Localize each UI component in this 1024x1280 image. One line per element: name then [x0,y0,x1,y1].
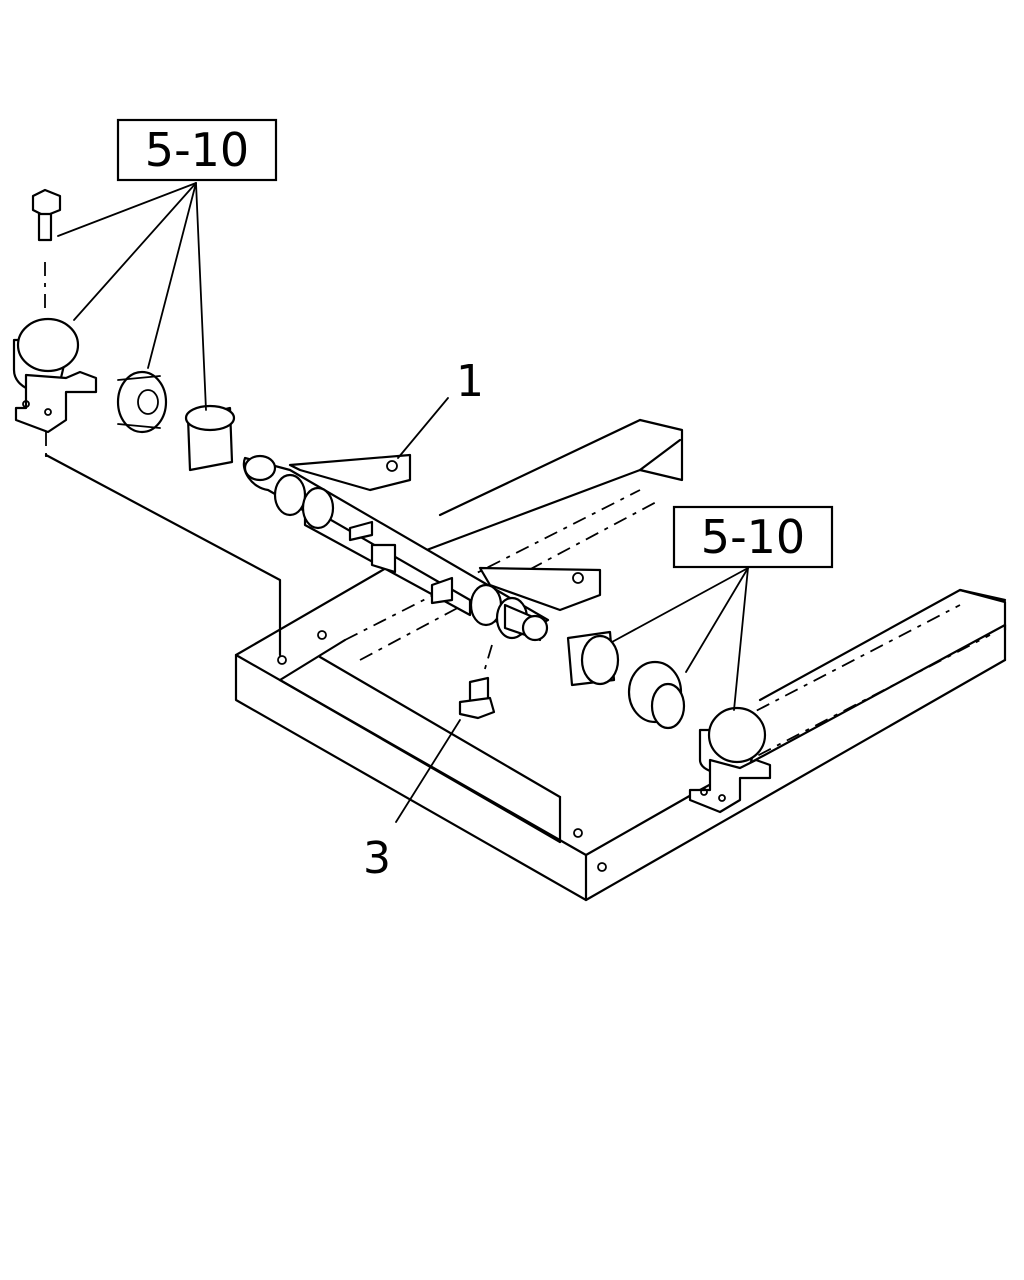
bushing-right [627,660,686,730]
ref-label-top-left: 5-10 [145,123,249,177]
sleeve-left [184,404,236,472]
cross-shaft [242,453,602,642]
sleeve-right [566,630,620,687]
leader-lines [57,182,749,823]
grease-fitting [458,676,496,720]
ref-box-right: 5-10 [672,505,834,569]
fitting-assembly-line [483,644,493,673]
callout-part-3: 3 [363,833,391,884]
bearing-housing-left [12,317,98,434]
assembly-line-left [44,453,282,657]
bolt [31,188,62,242]
bearing-housing-right [688,706,772,814]
ref-label-right: 5-10 [701,510,805,564]
callout-part-1: 1 [456,356,484,407]
right-bearing-assembly [566,630,772,814]
ref-box-top-left: 5-10 [116,118,278,182]
chassis-frame [234,418,1007,902]
left-bearing-assembly [12,188,236,472]
bushing-left [116,370,168,434]
